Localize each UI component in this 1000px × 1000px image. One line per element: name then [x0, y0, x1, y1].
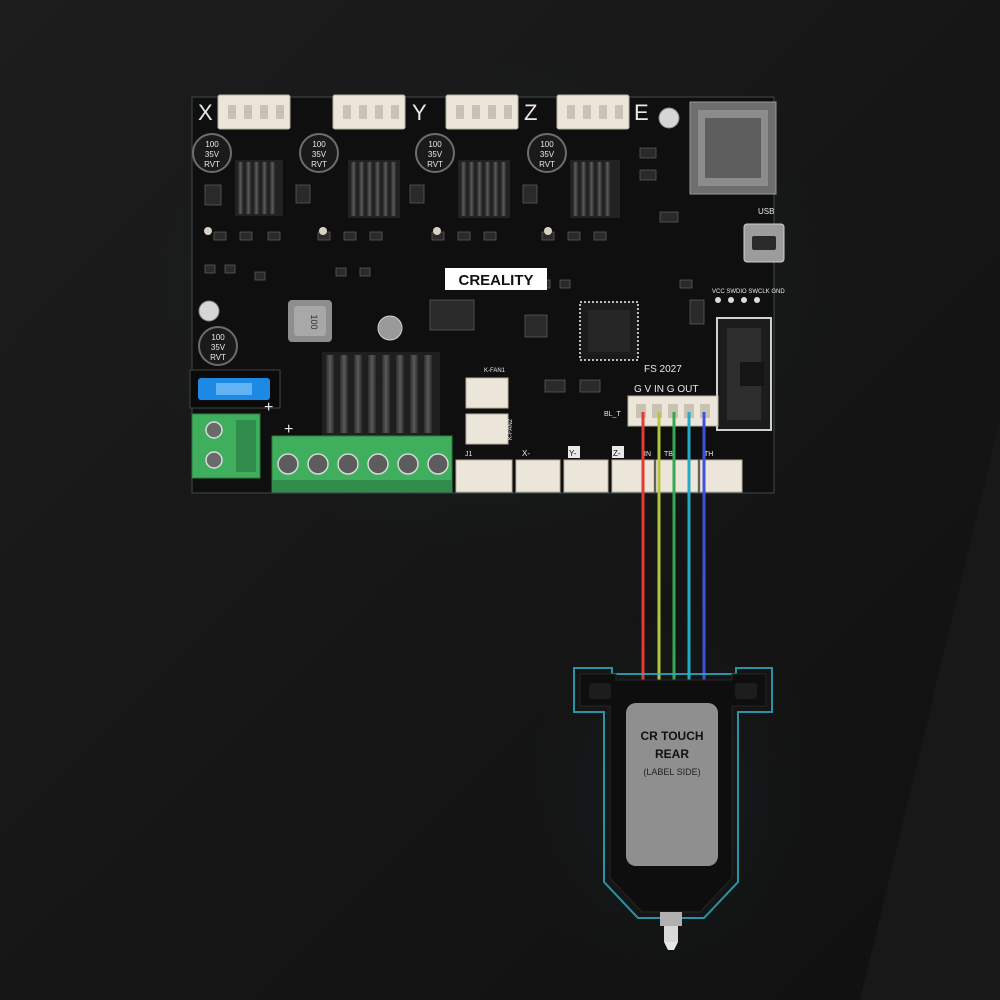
power-mark-2: +	[284, 421, 293, 438]
svg-text:X-: X-	[522, 449, 530, 458]
power-mark-1: +	[264, 399, 273, 416]
inductor: 100	[288, 300, 332, 342]
axis-label-z: Z	[524, 100, 537, 125]
board-code: FS 2027	[644, 364, 682, 375]
svg-text:RVT: RVT	[210, 353, 226, 362]
axis-label-x: X	[198, 100, 213, 125]
svg-text:35V: 35V	[540, 150, 555, 159]
stepper-connector-y[interactable]	[332, 94, 406, 130]
capacitor-3: 100 35V RVT	[415, 133, 455, 173]
mosfet-heatsink	[322, 352, 440, 436]
svg-text:100: 100	[428, 140, 442, 149]
svg-text:J1: J1	[465, 451, 473, 458]
capacitor-2: 100 35V RVT	[299, 133, 339, 173]
power-input-terminal[interactable]	[191, 413, 261, 479]
svg-text:100: 100	[205, 140, 219, 149]
svg-text:100: 100	[540, 140, 554, 149]
svg-text:TB: TB	[664, 451, 673, 458]
driver-heatsink-y	[348, 160, 400, 218]
endstop-connectors[interactable]	[455, 459, 743, 493]
trim-potentiometers	[204, 227, 552, 235]
usb-port[interactable]	[743, 223, 785, 263]
svg-text:RVT: RVT	[311, 160, 327, 169]
sensor-probe-pin	[660, 912, 682, 950]
stepper-connector-x[interactable]	[217, 94, 291, 130]
background-fold-left	[0, 0, 230, 360]
svg-text:RVT: RVT	[204, 160, 220, 169]
driver-heatsink-e	[570, 160, 620, 218]
sensor-mount-hole-left	[589, 683, 611, 699]
capacitor-power: 100 35V RVT	[198, 326, 238, 366]
svg-text:100: 100	[309, 314, 319, 329]
probe-wires	[641, 412, 706, 680]
sensor-label	[626, 703, 718, 866]
mainboard: X Y Z E 100 35V RVT 100 35V RVT 100 35V	[189, 94, 785, 494]
axis-label-y: Y	[412, 100, 427, 125]
svg-text:35V: 35V	[211, 343, 226, 352]
fan-label-2: K-FAN2	[508, 418, 514, 440]
small-capacitor	[377, 315, 403, 341]
stepper-connector-z[interactable]	[445, 94, 519, 130]
isp-header[interactable]	[716, 317, 772, 431]
mounting-hole-left	[198, 300, 220, 322]
brand-text: CREALITY	[459, 272, 534, 289]
driver-heatsink-x	[235, 160, 283, 216]
sensor-mount-hole-right	[735, 683, 757, 699]
sensor-title-line1: CR TOUCH	[640, 729, 703, 743]
sensor-title-line2: REAR	[655, 747, 689, 761]
top-pin-header	[715, 297, 760, 303]
sensor-outline	[573, 667, 773, 919]
svg-text:RVT: RVT	[539, 160, 555, 169]
svg-text:100: 100	[312, 140, 326, 149]
stepper-connector-e[interactable]	[556, 94, 630, 130]
svg-text:Z-: Z-	[613, 449, 621, 458]
background-fold-right	[860, 420, 1000, 1000]
driver-capacitors: 100 35V RVT 100 35V RVT 100 35V RVT 100 …	[192, 133, 567, 173]
svg-text:TH: TH	[704, 451, 713, 458]
svg-text:Y-: Y-	[569, 449, 577, 458]
capacitor-1: 100 35V RVT	[192, 133, 232, 173]
svg-text:RVT: RVT	[427, 160, 443, 169]
driver-heatsink-z	[458, 160, 510, 218]
svg-text:35V: 35V	[205, 150, 220, 159]
svg-text:35V: 35V	[312, 150, 327, 159]
sensor-subtitle: (LABEL SIDE)	[643, 767, 700, 777]
stepper-connectors: X Y Z E	[198, 94, 649, 130]
sd-card-slot[interactable]	[689, 101, 777, 195]
svg-text:100: 100	[211, 333, 225, 342]
fan-label-1: K-FAN1	[484, 368, 506, 374]
mounting-hole-top-right	[658, 107, 680, 129]
bltouch-header-name: BL_T	[604, 411, 621, 418]
fuse	[189, 369, 281, 409]
driver-heatsinks	[235, 160, 620, 218]
brand-logo: CREALITY	[445, 268, 547, 290]
output-terminal-block[interactable]	[271, 435, 453, 493]
cr-touch-sensor: CR TOUCH REAR (LABEL SIDE)	[573, 667, 773, 950]
fan-connectors[interactable]	[465, 377, 509, 445]
svg-text:IN: IN	[644, 451, 651, 458]
mcu-chip	[579, 301, 639, 361]
svg-text:35V: 35V	[428, 150, 443, 159]
axis-label-e: E	[634, 100, 649, 125]
endstop-labels: J1 X- Y- Z- IN TB TH	[465, 446, 713, 458]
usb-label: USB	[758, 207, 774, 216]
top-pin-labels: VCC SWDIO SWCLK GND	[712, 289, 785, 295]
bltouch-pin-labels: G V IN G OUT	[634, 384, 698, 395]
capacitor-4: 100 35V RVT	[527, 133, 567, 173]
